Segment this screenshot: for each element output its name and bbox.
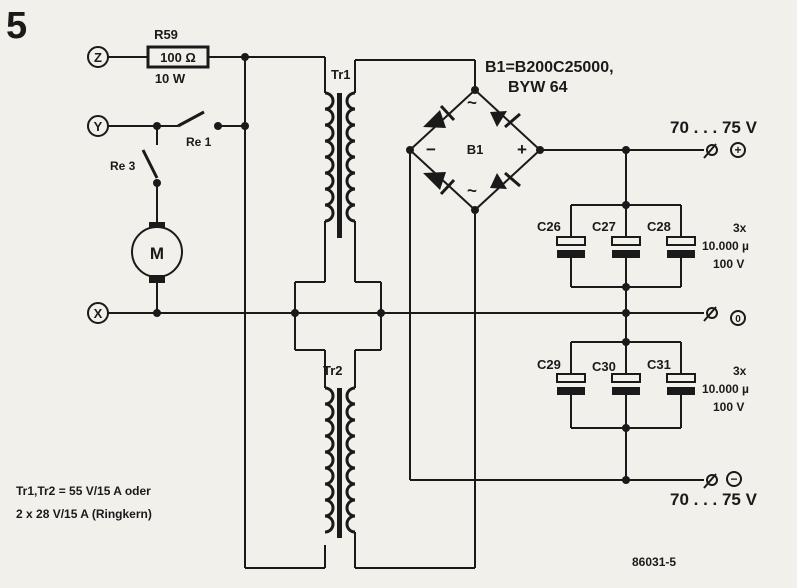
bridge-minus: − (426, 140, 436, 159)
capacitor-c28 (666, 236, 696, 258)
cap-top-value: 10.000 µ (702, 239, 749, 253)
cap-bottom-qty: 3x (733, 364, 747, 378)
capacitor-c30 (611, 373, 641, 395)
output-terminal-zero: 0 (703, 306, 746, 326)
terminal-z: Z (87, 46, 109, 68)
capacitor-bank-top: C26 C27 C28 3x 10.000 µ 100 V (537, 146, 749, 313)
transformer-note-1: Tr1,Tr2 = 55 V/15 A oder (16, 484, 151, 498)
terminal-x: X (87, 302, 109, 324)
resistor-value: 100 Ω (160, 50, 196, 65)
output-minus-label: − (730, 472, 737, 486)
output-top-voltage: 70 . . . 75 V (670, 118, 758, 137)
capacitor-c29 (556, 373, 586, 395)
cap-c31-label: C31 (647, 357, 671, 372)
bridge-spec-2: BYW 64 (508, 79, 568, 96)
tr1-label: Tr1 (331, 67, 351, 82)
output-zero-label: 0 (735, 314, 741, 325)
drawing-number: 86031-5 (632, 555, 676, 569)
output-bottom-voltage: 70 . . . 75 V (670, 490, 758, 509)
cap-c28-label: C28 (647, 219, 671, 234)
x-wire (108, 309, 704, 317)
diode-d2 (490, 111, 521, 129)
secondary-wiring (354, 59, 476, 569)
capacitor-c26 (556, 236, 586, 258)
bridge-spec-1: B1=B200C25000, (485, 59, 614, 76)
terminal-x-label: X (94, 306, 103, 321)
relay-re3-label: Re 3 (110, 159, 136, 173)
motor: M (131, 222, 183, 313)
cap-c27-label: C27 (592, 219, 616, 234)
relay-re1: Re 1 (108, 110, 245, 149)
capacitor-bank-bottom: C29 C30 C31 3x 10.000 µ 100 V (537, 309, 749, 484)
diode-d4 (490, 171, 521, 189)
motor-label: M (150, 244, 164, 263)
cap-c29-label: C29 (537, 357, 561, 372)
bridge-plus: + (517, 140, 527, 159)
bridge-rectifier-b1: B1 − + ~ ~ B1=B200C25000, BYW 64 (406, 59, 614, 214)
diode-d3 (423, 172, 456, 196)
bridge-output-wiring (409, 149, 704, 481)
cap-top-voltage: 100 V (713, 257, 744, 271)
cap-c30-label: C30 (592, 359, 616, 374)
diode-d1 (423, 104, 456, 128)
transformer-tr2: Tr2 (323, 363, 356, 538)
capacitor-c27 (611, 236, 641, 258)
output-terminal-plus: + 70 . . . 75 V (670, 118, 758, 159)
terminal-z-label: Z (94, 50, 102, 65)
transformer-note-2: 2 x 28 V/15 A (Ringkern) (16, 507, 152, 521)
output-plus-label: + (734, 143, 741, 157)
bridge-ac-bottom: ~ (467, 181, 477, 200)
cap-c26-label: C26 (537, 219, 561, 234)
bridge-ac-top: ~ (467, 93, 477, 112)
transformer-tr1: Tr1 (324, 67, 356, 238)
cap-bottom-voltage: 100 V (713, 400, 744, 414)
resistor-r59: R59 100 Ω 10 W (146, 27, 210, 86)
relay-re1-label: Re 1 (186, 135, 212, 149)
cap-top-qty: 3x (733, 221, 747, 235)
bridge-label: B1 (467, 142, 484, 157)
tr2-label: Tr2 (323, 363, 343, 378)
output-terminal-minus: − 70 . . . 75 V (670, 471, 758, 509)
terminal-y: Y (87, 115, 109, 137)
relay-re3: Re 3 (110, 126, 161, 224)
resistor-ref: R59 (154, 27, 178, 42)
primary-wiring (241, 53, 326, 569)
resistor-power: 10 W (155, 71, 186, 86)
figure-number: 5 (6, 5, 27, 47)
capacitor-c31 (666, 373, 696, 395)
terminal-y-label: Y (94, 119, 103, 134)
cap-bottom-value: 10.000 µ (702, 382, 749, 396)
